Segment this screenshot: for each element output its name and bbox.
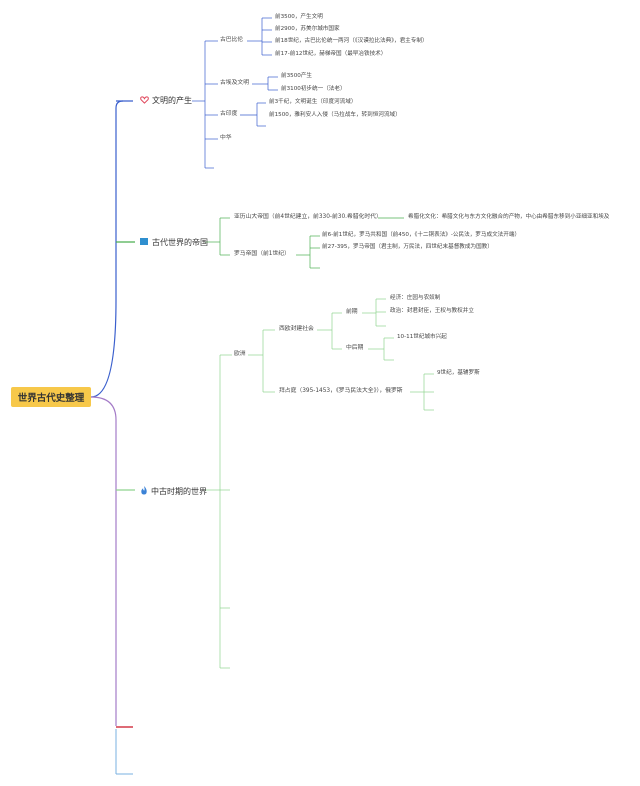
topic-china[interactable]: 中华: [220, 135, 232, 141]
leaf-item[interactable]: 10-11世纪城市兴起: [397, 334, 447, 340]
leaf-item[interactable]: 前3500产生: [281, 73, 313, 79]
leaf-item[interactable]: 政治：封君封臣，王权与教权并立: [390, 308, 474, 314]
branch-label: 中古时期的世界: [151, 486, 207, 496]
leaf-item[interactable]: 前17-前12世纪，赫梯帝国（最早冶铁技术）: [275, 51, 387, 57]
leaf-item[interactable]: 经济：庄园与农奴制: [390, 295, 441, 301]
topic-egypt[interactable]: 古埃及文明: [220, 80, 249, 86]
root-topic[interactable]: 世界古代史整理: [11, 387, 91, 407]
topic-roman-empire[interactable]: 罗马帝国（前1世纪）: [234, 251, 290, 257]
leaf-item[interactable]: 前3500，产生文明: [275, 14, 323, 20]
leaf-item[interactable]: 前27-395，罗马帝国（君主制，万民法，四世纪末基督教成为国教）: [322, 244, 493, 250]
leaf-item[interactable]: 希腊化文化：希腊文化与东方文化融合的产物，中心由希腊东移到小亚细亚和埃及: [408, 214, 610, 220]
branch-medieval-world[interactable]: 中古时期的世界: [140, 486, 207, 497]
leaf-item[interactable]: 前3100初步统一（法老）: [281, 86, 346, 92]
leaf-item[interactable]: 前3千纪，文明诞生（印度河流域）: [269, 99, 357, 105]
leaf-item[interactable]: 前18世纪，古巴比伦统一两河（《汉谟拉比法典》，君主专制）: [275, 38, 428, 44]
topic-alexander-empire[interactable]: 亚历山大帝国（前4世纪建立，前330-前30.希腊化时代）: [234, 214, 382, 220]
branch-civilization-origin[interactable]: 文明的产生: [140, 96, 192, 106]
leaf-item[interactable]: 前2900，苏美尔城市国家: [275, 26, 340, 32]
topic-late-period[interactable]: 中后期: [346, 345, 364, 351]
flag-icon: [140, 238, 149, 248]
branch-label: 古代世界的帝国: [152, 238, 208, 247]
branch-label: 文明的产生: [152, 96, 192, 105]
topic-byzantium-russia[interactable]: 拜占庭（395-1453，《罗马民法大全》），俄罗斯: [279, 388, 403, 394]
topic-western-feudal-society[interactable]: 西欧封建社会: [279, 326, 314, 332]
topic-early-period[interactable]: 前期: [346, 309, 358, 315]
topic-europe[interactable]: 欧洲: [234, 351, 246, 357]
topic-babylon[interactable]: 古巴比伦: [220, 37, 244, 43]
fire-icon: [140, 486, 148, 497]
branch-ancient-empires[interactable]: 古代世界的帝国: [140, 238, 208, 248]
leaf-item[interactable]: 前6-前1世纪，罗马共和国（前450，《十二铜表法》-公民法，罗马成文法开端）: [322, 232, 521, 238]
heart-icon: [140, 96, 149, 106]
leaf-item[interactable]: 前1500，雅利安人入侵（马拉战车，转到恒河流域）: [269, 112, 401, 118]
topic-india[interactable]: 古印度: [220, 111, 238, 117]
leaf-item[interactable]: 9世纪，基辅罗斯: [437, 370, 480, 376]
